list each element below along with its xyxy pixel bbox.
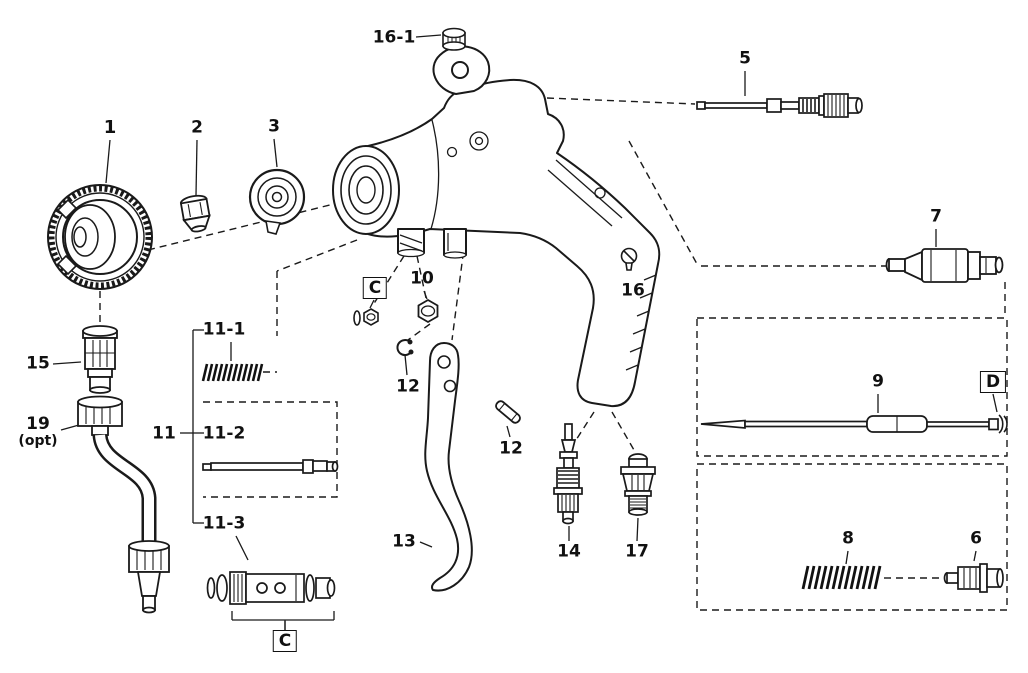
label-part-12a: 12 [396, 376, 420, 397]
part-16-screw [620, 247, 638, 271]
part-17-inlet-fitting [620, 453, 656, 516]
label-part-2: 2 [191, 117, 203, 138]
part-6-nozzle-tip [943, 563, 1004, 593]
part-12-circlip [396, 339, 414, 357]
part-12-pin [495, 400, 521, 424]
part-8-spring [801, 565, 882, 590]
label-box-c-bottom: C [272, 630, 298, 652]
label-part-19: 19 (opt) [18, 415, 57, 449]
label-part-19-opt: (opt) [18, 432, 58, 449]
label-part-1: 1 [103, 117, 117, 139]
part-9-needle [700, 414, 1008, 434]
label-part-10: 10 [410, 268, 434, 289]
part-10-nut [417, 298, 439, 324]
label-part-6: 6 [970, 528, 982, 549]
part-1-air-cap [47, 184, 153, 290]
label-box-d: D [979, 371, 1007, 393]
label-part-9: 9 [872, 371, 884, 392]
label-part-13: 13 [392, 531, 416, 552]
label-part-11-2: 11-2 [202, 423, 246, 444]
part-11-1-spring [201, 363, 264, 382]
part-15-cup-connector [82, 325, 118, 394]
part-14-fluid-valve [553, 423, 583, 525]
gun-body-details [430, 119, 657, 371]
label-part-19-number: 19 [26, 413, 50, 434]
label-part-3: 3 [268, 116, 280, 137]
part-11-3-valve-assembly [206, 571, 336, 605]
gun-body-part [332, 45, 661, 408]
label-leader-lines [52, 34, 998, 630]
part-5-side-valve [696, 93, 863, 118]
part-c-nut [353, 308, 379, 326]
part-11-2-needle-rod [202, 459, 339, 474]
part-16-1-vent-cap [442, 27, 466, 51]
label-part-7: 7 [930, 206, 942, 227]
part-2-nozzle-nut [179, 194, 211, 233]
label-part-8: 8 [842, 528, 854, 549]
label-part-11: 11 [152, 423, 176, 444]
label-part-15: 15 [26, 353, 50, 374]
part-13-trigger [424, 341, 473, 592]
label-part-11-3: 11-3 [202, 513, 246, 534]
part-3-baffle [248, 168, 306, 235]
label-part-16-1: 16-1 [372, 27, 416, 48]
label-part-17: 17 [625, 541, 649, 562]
label-part-5: 5 [739, 48, 751, 69]
label-part-12b: 12 [499, 438, 523, 459]
label-part-16: 16 [621, 280, 645, 301]
label-part-14: 14 [557, 541, 581, 562]
part-7-air-connector [885, 248, 1004, 283]
label-part-11-1: 11-1 [202, 319, 246, 340]
part-19-swivel-tube [77, 395, 170, 614]
label-box-c-top: C [362, 277, 388, 299]
